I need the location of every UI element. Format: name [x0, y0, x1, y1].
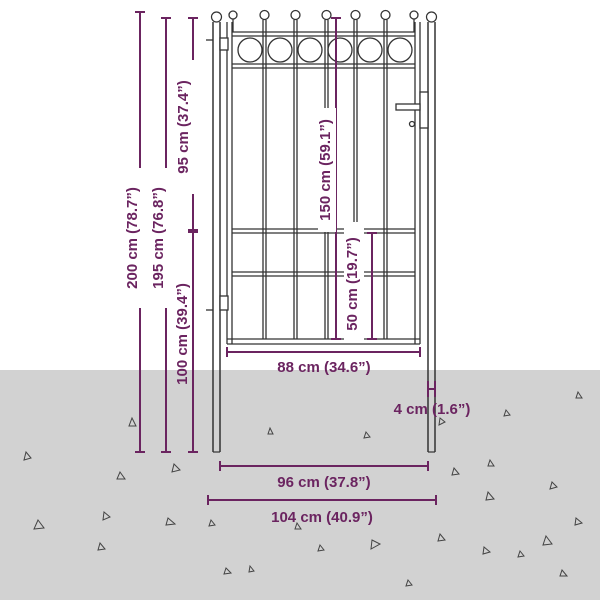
left-post — [210, 11, 223, 453]
bar-section-label: 50 cm (19.7”) — [344, 237, 361, 330]
total-width-label: 104 cm (40.9”) — [271, 509, 373, 526]
ground-area — [0, 370, 600, 600]
garden-gate — [206, 9, 438, 453]
door-handle — [395, 91, 429, 129]
total-height-label: 200 cm (78.7”) — [124, 187, 141, 289]
gate-width-label: 96 cm (37.8”) — [277, 474, 370, 491]
hinges — [206, 37, 229, 311]
door-height-label: 150 cm (59.1”) — [317, 119, 334, 221]
lower-section-label: 100 cm (39.4”) — [174, 283, 191, 385]
door-width-label: 88 cm (34.6”) — [277, 359, 370, 376]
gate-height-label: 195 cm (76.8”) — [150, 187, 167, 289]
post-width-label: 4 cm (1.6”) — [394, 401, 471, 418]
upper-section-label: 95 cm (37.4”) — [175, 80, 192, 173]
gravel-pebbles — [23, 390, 584, 587]
